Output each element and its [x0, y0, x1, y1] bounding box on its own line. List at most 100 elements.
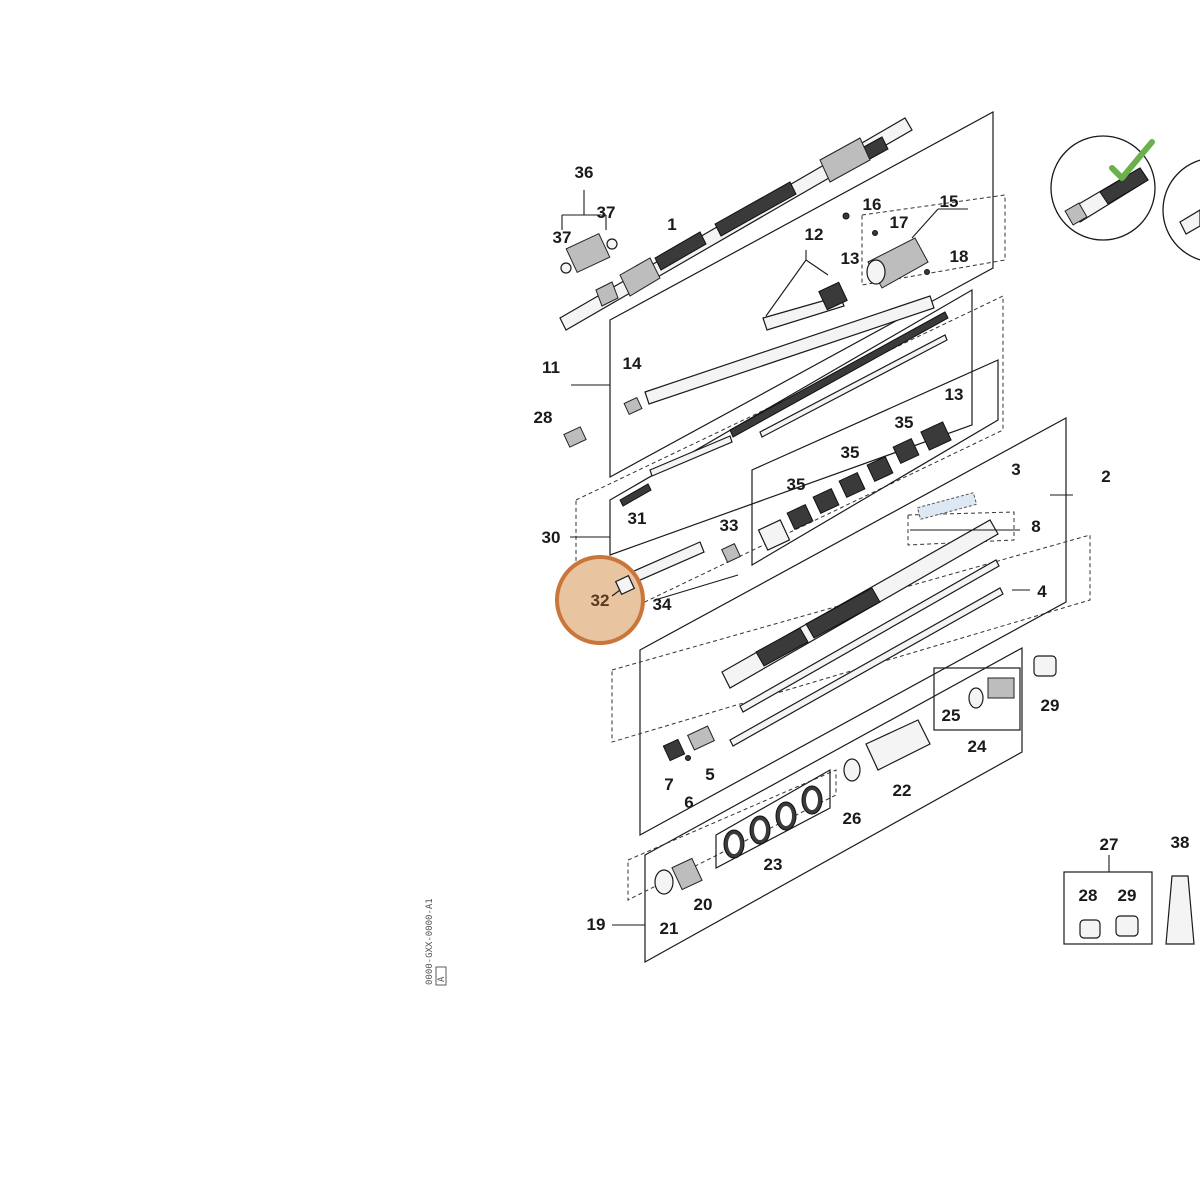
part-38-grease-tube	[1165, 875, 1195, 945]
part-8-rod	[739, 559, 1000, 713]
part-36-clamp	[560, 232, 618, 274]
callout-34[interactable]: 34	[653, 595, 672, 614]
callout-17[interactable]: 17	[890, 213, 909, 232]
part-15-housing	[866, 237, 929, 289]
callout-23[interactable]: 23	[764, 855, 783, 874]
callout-24[interactable]: 24	[968, 737, 987, 756]
callout-36[interactable]: 36	[575, 163, 594, 182]
callout-35c[interactable]: 35	[787, 475, 806, 494]
callout-25[interactable]: 25	[942, 706, 961, 725]
part-25-ring	[968, 687, 984, 709]
drawing-code-box	[435, 966, 447, 986]
inset-circle-ok	[1050, 135, 1156, 241]
frame-35	[751, 359, 999, 567]
callout-32[interactable]: 32	[591, 591, 610, 610]
part-20-nut	[671, 857, 703, 891]
part-rod-long	[649, 435, 733, 477]
callout-6[interactable]: 6	[684, 793, 693, 812]
callout-13b[interactable]: 13	[945, 385, 964, 404]
side-code-block: 0000-GXX-0000-A1 A	[425, 898, 447, 986]
part-28-cap	[563, 426, 587, 448]
callout-28a[interactable]: 28	[534, 408, 553, 427]
callout-11[interactable]: 11	[542, 358, 560, 377]
part-31-spring	[619, 483, 652, 507]
part-13-bearing	[818, 281, 848, 311]
inset-shaft-alt	[1179, 209, 1200, 235]
part-33-sleeve	[721, 543, 741, 563]
part-5-coupling	[686, 725, 716, 751]
part-11-tube	[644, 295, 935, 405]
part-3-label	[916, 492, 978, 520]
part-rod-thin	[759, 334, 948, 438]
part-18-nut	[924, 269, 930, 275]
frame-27	[1063, 871, 1153, 945]
callout-5[interactable]: 5	[705, 765, 714, 784]
check-mark-icon	[1109, 139, 1155, 181]
callout-16[interactable]: 16	[863, 195, 882, 214]
callout-21[interactable]: 21	[660, 919, 679, 938]
callout-3[interactable]: 3	[1011, 460, 1020, 479]
part-14-plug	[623, 396, 643, 416]
callout-8[interactable]: 8	[1031, 517, 1040, 536]
frame-24	[933, 667, 1021, 731]
part-1-drive-shaft	[559, 117, 913, 331]
callout-29b[interactable]: 29	[1118, 886, 1137, 905]
callout-26[interactable]: 26	[843, 809, 862, 828]
callout-14[interactable]: 14	[623, 354, 642, 373]
callout-35a[interactable]: 35	[895, 413, 914, 432]
callout-18[interactable]: 18	[950, 247, 969, 266]
drawing-code: 0000-GXX-0000-A1	[425, 898, 435, 985]
frame-11	[609, 110, 994, 479]
part-32-bushing	[614, 574, 636, 596]
callout-20[interactable]: 20	[694, 895, 713, 914]
callout-37b[interactable]: 37	[597, 203, 616, 222]
callout-22[interactable]: 22	[893, 781, 912, 800]
frame-dashed-mid	[611, 534, 1091, 743]
callout-19[interactable]: 19	[587, 915, 606, 934]
frame-19	[644, 646, 1023, 964]
part-26-ring	[843, 758, 861, 782]
callout-27[interactable]: 27	[1100, 835, 1119, 854]
callout-28b[interactable]: 28	[1079, 886, 1098, 905]
inset-details	[1050, 135, 1200, 261]
drawing-code-tag: A	[437, 976, 447, 982]
callout-37a[interactable]: 37	[553, 228, 572, 247]
callout-4[interactable]: 4	[1037, 582, 1047, 601]
callout-13a[interactable]: 13	[841, 249, 860, 268]
part-29-cap	[1033, 655, 1057, 677]
part-7-gear	[662, 738, 686, 762]
part-35-bearings	[757, 421, 952, 551]
part-16-screw	[842, 212, 850, 220]
callout-7[interactable]: 7	[664, 775, 673, 794]
frame-dashed-8	[907, 511, 1015, 546]
part-17-washer	[872, 230, 878, 236]
part-24-connector	[987, 677, 1015, 699]
callout-2[interactable]: 2	[1101, 467, 1110, 486]
part-12-tube	[762, 295, 845, 331]
leader-lines	[561, 190, 1110, 926]
callout-15[interactable]: 15	[940, 192, 959, 211]
frame-23	[715, 768, 831, 869]
part-21-ring	[654, 869, 674, 895]
part-6-screw	[685, 755, 691, 761]
parts	[559, 117, 1195, 945]
callout-labels: 1 2 3 4 5 6 7 8 11 12 13 13 14 15 16 17 …	[534, 163, 1190, 938]
part-rod-spiral	[729, 311, 949, 438]
callout-1[interactable]: 1	[667, 215, 676, 234]
callout-12[interactable]: 12	[805, 225, 824, 244]
part-4-rod	[729, 587, 1004, 747]
callout-31[interactable]: 31	[628, 509, 647, 528]
part-22-sleeve	[865, 719, 931, 771]
highlight-32[interactable]: 32	[555, 555, 645, 645]
part-2-main-tube	[721, 519, 999, 689]
callout-29a[interactable]: 29	[1041, 696, 1060, 715]
assembly-frames	[575, 110, 1153, 964]
callout-38[interactable]: 38	[1171, 833, 1190, 852]
callout-35b[interactable]: 35	[841, 443, 860, 462]
callout-30[interactable]: 30	[542, 528, 561, 547]
frame-dashed-bottom	[627, 769, 837, 901]
callout-33[interactable]: 33	[720, 516, 739, 535]
inset-shaft-ok	[1064, 167, 1149, 226]
frame-2	[639, 416, 1067, 837]
